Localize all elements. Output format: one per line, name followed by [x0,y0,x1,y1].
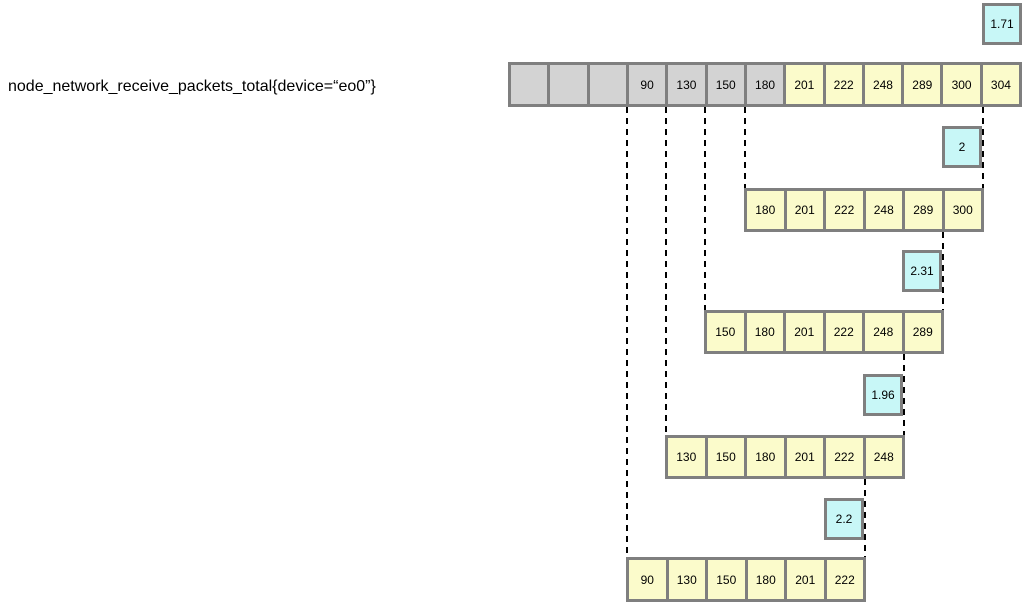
window-cell: 150 [705,560,745,599]
window-cell: 130 [665,560,705,599]
series-cell: 222 [822,65,862,104]
window-row: 130 150 180 201 222 248 [665,435,905,479]
window-boundary-dashed-line [626,107,628,557]
window-cell: 201 [784,560,824,599]
window-cell: 150 [704,438,744,476]
window-cell: 180 [743,313,783,351]
series-cell: 180 [743,65,784,104]
series-cell: 201 [783,65,823,104]
window-boundary-dashed-line [744,107,746,188]
window-cell: 201 [783,191,823,229]
series-cell: 130 [665,65,705,104]
window-cell: 90 [629,560,666,599]
window-cell: 248 [862,438,902,476]
rate-result-box: 1.71 [982,3,1022,45]
series-cell: 304 [979,65,1020,104]
metric-query-label: node_network_receive_packets_total{devic… [8,78,376,95]
window-cell: 248 [862,191,902,229]
window-cell: 180 [744,438,784,476]
window-cell: 289 [902,191,942,229]
window-row: 180 201 222 248 289 300 [744,188,984,232]
series-cell: 248 [861,65,902,104]
window-cell: 201 [783,438,823,476]
window-boundary-dashed-line [704,107,706,310]
rate-result-box: 1.96 [863,374,903,416]
series-cell: 150 [704,65,744,104]
window-cell: 222 [822,313,862,351]
series-cell-empty [511,65,548,104]
rate-result-box: 2.31 [902,250,942,292]
series-cell-empty [547,65,587,104]
window-cell: 222 [823,191,863,229]
window-cell: 289 [901,313,941,351]
series-cell: 300 [940,65,980,104]
time-series-row: 90 130 150 180 201 222 248 289 300 304 [508,62,1022,107]
window-cell: 300 [941,191,981,229]
series-cell: 90 [625,65,666,104]
window-cell: 222 [823,560,863,599]
window-boundary-dashed-line [665,107,667,435]
window-cell: 150 [707,313,744,351]
window-boundary-dashed-line [982,107,984,188]
window-cell: 130 [668,438,705,476]
window-boundary-dashed-line [903,354,905,435]
window-row: 150 180 201 222 248 289 [704,310,944,354]
window-row: 90 130 150 180 201 222 [626,557,866,602]
window-cell: 201 [783,313,823,351]
window-cell: 248 [862,313,902,351]
window-boundary-dashed-line [864,479,866,557]
series-cell-empty [586,65,626,104]
rate-result-box: 2 [942,126,982,168]
window-cell: 180 [744,560,784,599]
window-cell: 180 [747,191,784,229]
rate-result-box: 2.2 [824,498,864,540]
series-cell: 289 [901,65,941,104]
window-cell: 222 [823,438,863,476]
window-boundary-dashed-line [942,232,944,310]
